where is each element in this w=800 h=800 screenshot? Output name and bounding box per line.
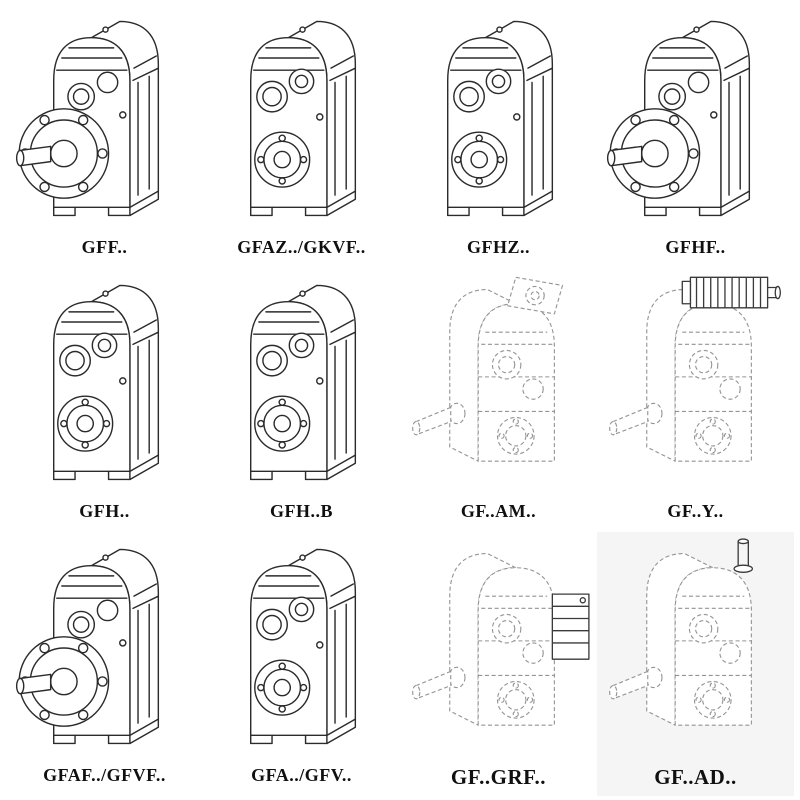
- gearbox-dashed-motor-icon: [599, 272, 792, 498]
- catalog-cell: GFF..: [6, 4, 203, 268]
- variant-label: GF..AD..: [654, 765, 737, 789]
- drawing-area: [203, 268, 400, 498]
- drawing-area: [203, 4, 400, 234]
- catalog-cell: GF..Y..: [597, 268, 794, 532]
- catalog-cell: GFAF../GFVF..: [6, 532, 203, 796]
- variant-label: GF..Y..: [667, 501, 724, 521]
- drawing-area: [597, 4, 794, 234]
- drawing-area: [400, 4, 597, 234]
- gearbox-solid-hollow-shaft-icon: [205, 8, 398, 234]
- gearbox-solid-output-flange-icon: [8, 536, 201, 762]
- gearbox-dashed-top-shaft-icon: [599, 536, 792, 762]
- drawing-area: [6, 4, 203, 234]
- catalog-cell: GF..AM..: [400, 268, 597, 532]
- gearbox-solid-hollow-shaft-icon: [205, 536, 398, 762]
- gearbox-solid-output-flange-icon: [8, 8, 201, 234]
- drawing-area: [6, 268, 203, 498]
- drawing-area: [597, 268, 794, 498]
- variant-label: GFHF..: [665, 237, 726, 257]
- catalog-cell: GFHZ..: [400, 4, 597, 268]
- drawing-area: [597, 532, 794, 762]
- gearbox-dashed-top-flange-icon: [402, 272, 595, 498]
- gearbox-solid-output-flange-icon: [599, 8, 792, 234]
- drawing-area: [6, 532, 203, 762]
- catalog-cell: GFAZ../GKVF..: [203, 4, 400, 268]
- variant-label: GFHZ..: [466, 237, 530, 257]
- gearbox-dashed-input-box-icon: [402, 536, 595, 762]
- variant-label: GFAZ../GKVF..: [237, 237, 366, 257]
- gearbox-solid-hollow-shaft-icon: [402, 8, 595, 234]
- catalog-cell: GF..GRF..: [400, 532, 597, 796]
- catalog-cell: GFH..B: [203, 268, 400, 532]
- drawing-area: [400, 268, 597, 498]
- gearbox-solid-hollow-shaft-icon: [205, 272, 398, 498]
- variant-label: GFA../GFV..: [251, 765, 352, 785]
- variant-label: GFH..: [79, 501, 130, 521]
- drawing-area: [400, 532, 597, 762]
- catalog-cell: GFHF..: [597, 4, 794, 268]
- catalog-cell: GFA../GFV..: [203, 532, 400, 796]
- variant-label: GFF..: [81, 237, 128, 257]
- catalog-cell: GFH..: [6, 268, 203, 532]
- variant-label: GF..GRF..: [450, 765, 547, 789]
- variant-label: GF..AM..: [460, 501, 537, 521]
- gearbox-solid-hollow-shaft-icon: [8, 272, 201, 498]
- variant-label: GFAF../GFVF..: [43, 765, 166, 785]
- drawing-area: [203, 532, 400, 762]
- catalog-cell: GF..AD..: [597, 532, 794, 796]
- variant-label: GFH..B: [269, 501, 333, 521]
